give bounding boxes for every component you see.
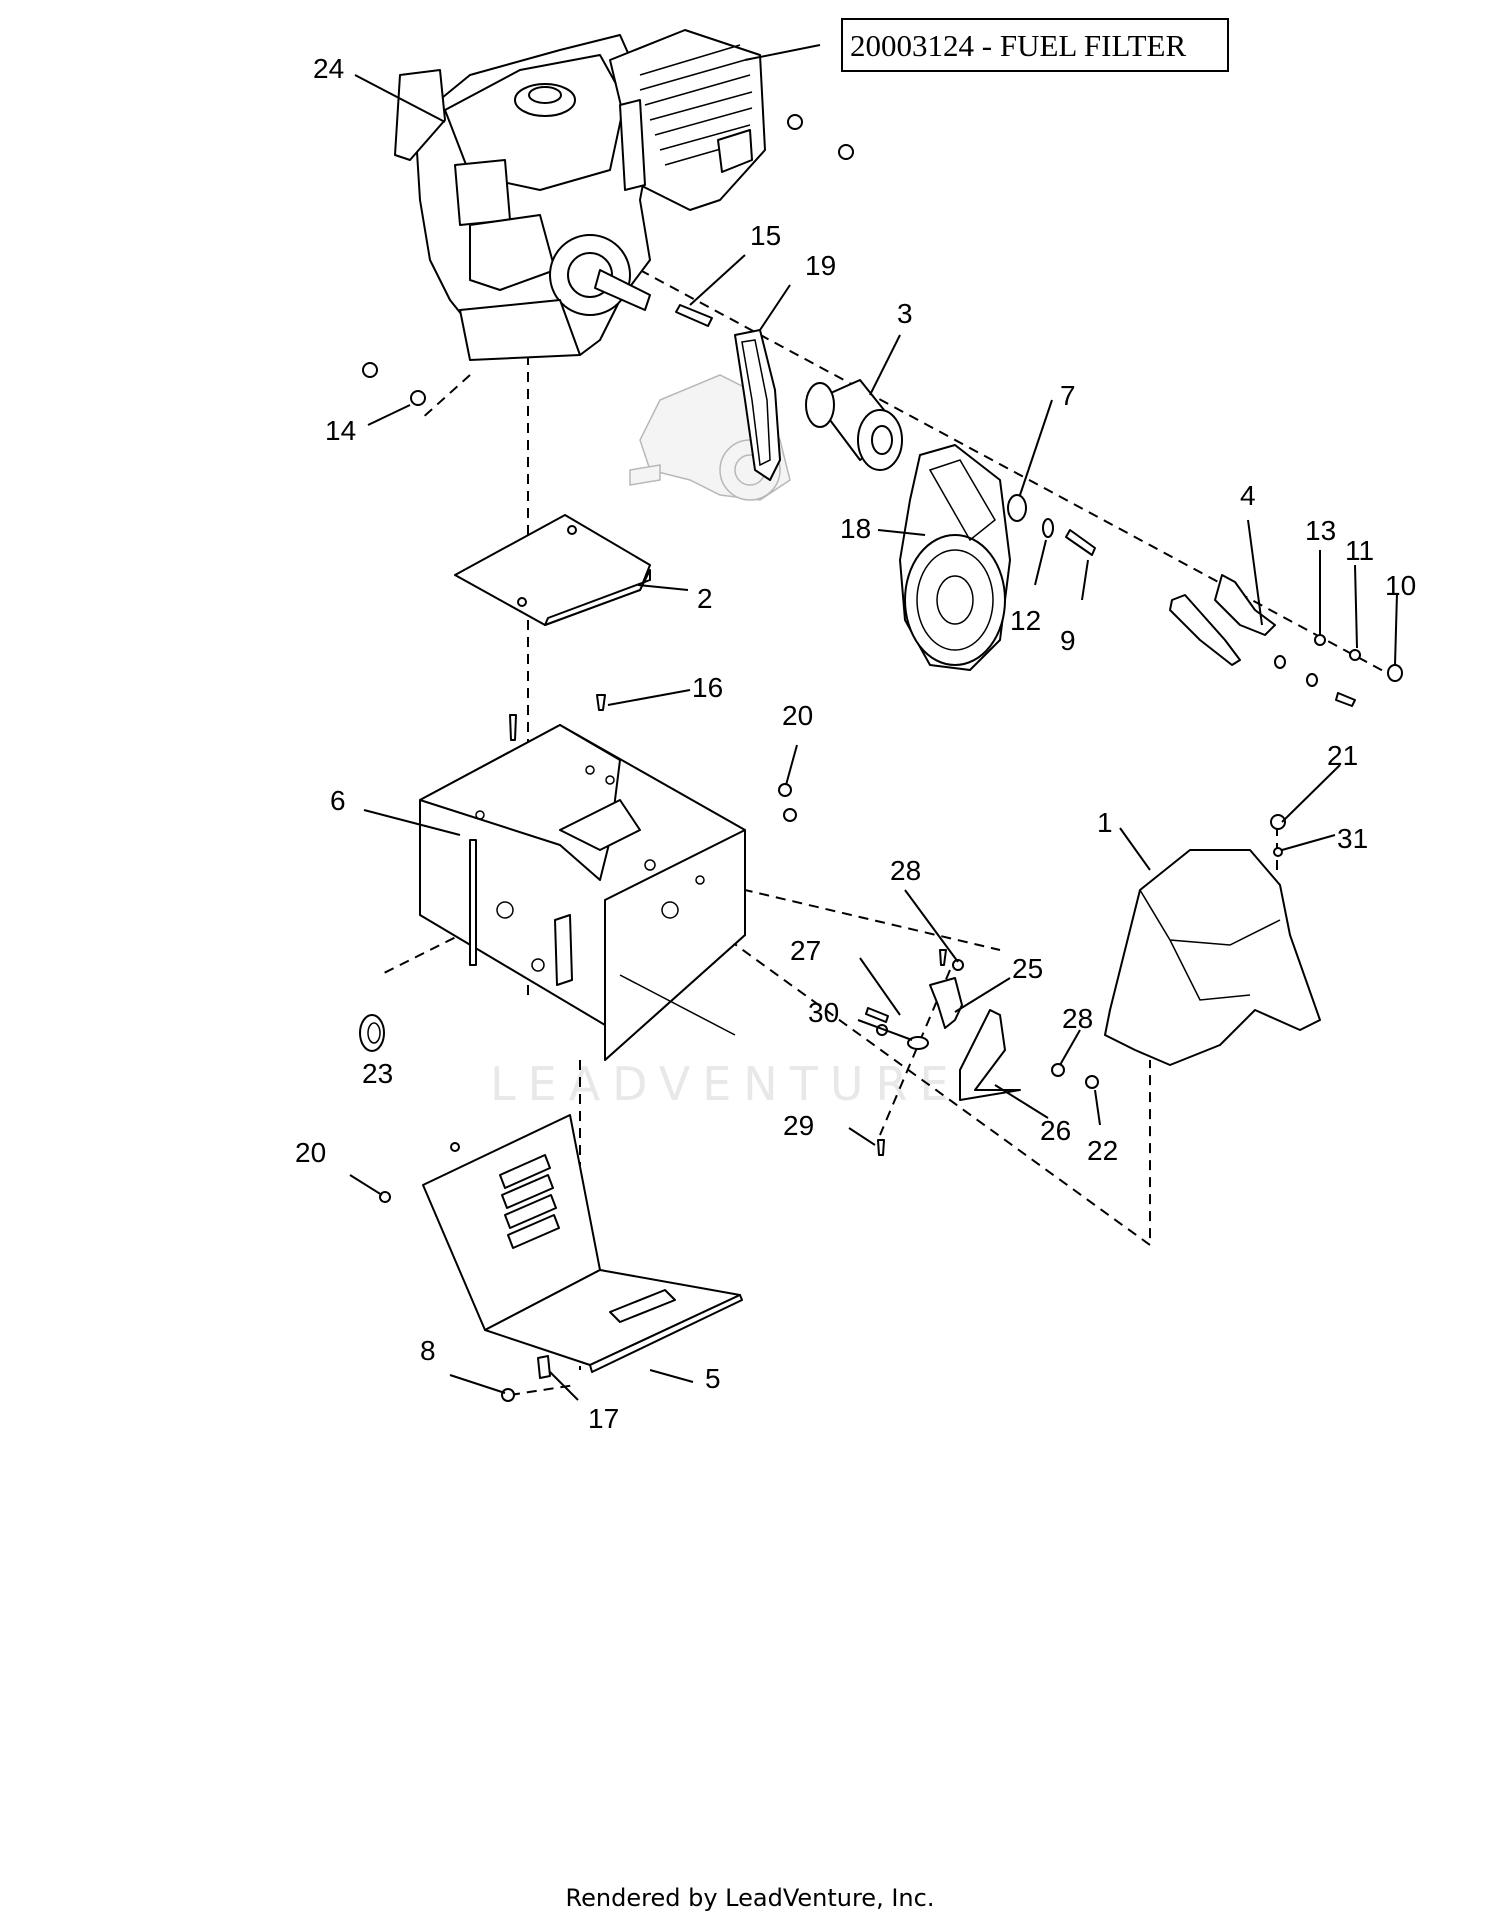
pulley-3 (805, 379, 903, 471)
bolt-16 (596, 694, 606, 711)
label-3: 3 (897, 298, 913, 329)
label-15: 15 (750, 220, 781, 251)
watermark: LEADVENTURE (490, 1057, 961, 1111)
label-31: 31 (1337, 823, 1368, 854)
label-18: 18 (840, 513, 871, 544)
key-15 (675, 304, 713, 327)
washer-31 (1273, 847, 1283, 857)
label-27: 27 (790, 935, 821, 966)
plate-5 (422, 1114, 743, 1373)
label-21: 21 (1327, 740, 1358, 771)
frame-6 (419, 724, 746, 1061)
nut-28-right (1051, 1063, 1065, 1077)
fuel-filter-callout: 20003124 - FUEL FILTER (841, 18, 1229, 72)
label-13: 13 (1305, 515, 1336, 546)
screw-27 (865, 1007, 889, 1023)
belt-18 (899, 444, 1011, 671)
bolt-22 (1085, 1075, 1099, 1089)
plate-2 (454, 514, 651, 626)
label-7: 7 (1060, 380, 1076, 411)
bracket-4 (1169, 574, 1276, 666)
label-6: 6 (330, 785, 346, 816)
seal-23 (359, 1014, 385, 1052)
label-22: 22 (1087, 1135, 1118, 1166)
label-4: 4 (1240, 480, 1256, 511)
bolt-20-bottom (379, 1191, 391, 1203)
callout-text: 20003124 - FUEL FILTER (850, 28, 1186, 63)
label-24: 24 (313, 53, 344, 84)
callout-frame (841, 18, 1229, 72)
label-26: 26 (1040, 1115, 1071, 1146)
screw-29 (877, 1139, 885, 1156)
nut-14 (410, 390, 426, 406)
guard-1 (1104, 849, 1321, 1066)
label-25: 25 (1012, 953, 1043, 984)
washer-7 (1007, 494, 1027, 522)
nut-21 (1270, 814, 1286, 830)
label-11: 11 (1345, 535, 1374, 566)
label-19: 19 (805, 250, 836, 281)
clip-17 (537, 1355, 551, 1379)
label-8: 8 (420, 1335, 436, 1366)
washer-11 (1349, 649, 1361, 661)
footer-credit: Rendered by LeadVenture, Inc. (565, 1884, 935, 1912)
label-30: 30 (808, 997, 839, 1028)
label-12: 12 (1010, 605, 1041, 636)
bolt-9 (1065, 529, 1096, 556)
label-23: 23 (362, 1058, 393, 1089)
label-10: 10 (1385, 570, 1416, 601)
label-28-right: 28 (1062, 1003, 1093, 1034)
nut-13 (1314, 634, 1326, 646)
label-9: 9 (1060, 625, 1076, 656)
engine-grille (639, 44, 753, 166)
label-28-top: 28 (890, 855, 921, 886)
nut-28-top (952, 959, 964, 971)
engine-assembly (362, 29, 854, 378)
bolt-20-top (778, 783, 792, 797)
bracket-26 (959, 1009, 1021, 1101)
label-20-bottom: 20 (295, 1137, 326, 1168)
label-14: 14 (325, 415, 356, 446)
lockwasher-12 (1042, 518, 1054, 538)
label-17: 17 (588, 1403, 619, 1434)
label-1: 1 (1097, 807, 1113, 838)
label-16: 16 (692, 672, 723, 703)
bracket-25 (929, 949, 963, 1029)
nut-8 (501, 1388, 515, 1402)
part-labels: 24 15 19 3 7 14 18 12 9 4 13 11 10 2 16 … (295, 53, 1416, 1434)
label-29: 29 (783, 1110, 814, 1141)
label-2: 2 (697, 583, 713, 614)
washer-30 (907, 1036, 929, 1050)
washer-10 (1387, 664, 1403, 682)
label-5: 5 (705, 1363, 721, 1394)
leader-lines (349, 44, 1398, 1401)
label-20-top: 20 (782, 700, 813, 731)
